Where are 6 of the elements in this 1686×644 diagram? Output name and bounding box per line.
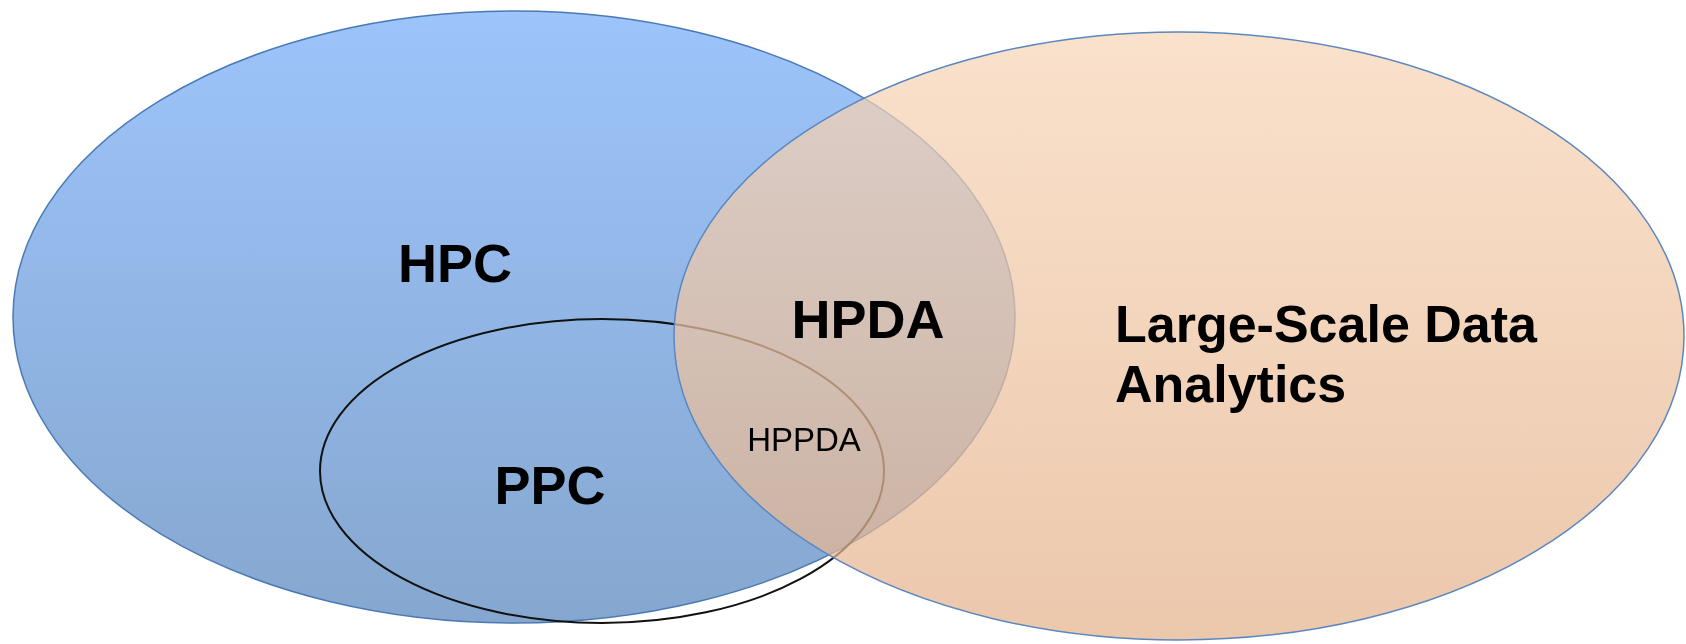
region-label: Large-Scale Data Analytics bbox=[1115, 295, 1539, 415]
venn-ellipse bbox=[674, 32, 1684, 640]
region-label: HPC bbox=[398, 231, 512, 295]
region-label: PPC bbox=[494, 453, 606, 517]
region-label: HPPDA bbox=[747, 420, 861, 461]
region-label: HPDA bbox=[791, 287, 945, 351]
